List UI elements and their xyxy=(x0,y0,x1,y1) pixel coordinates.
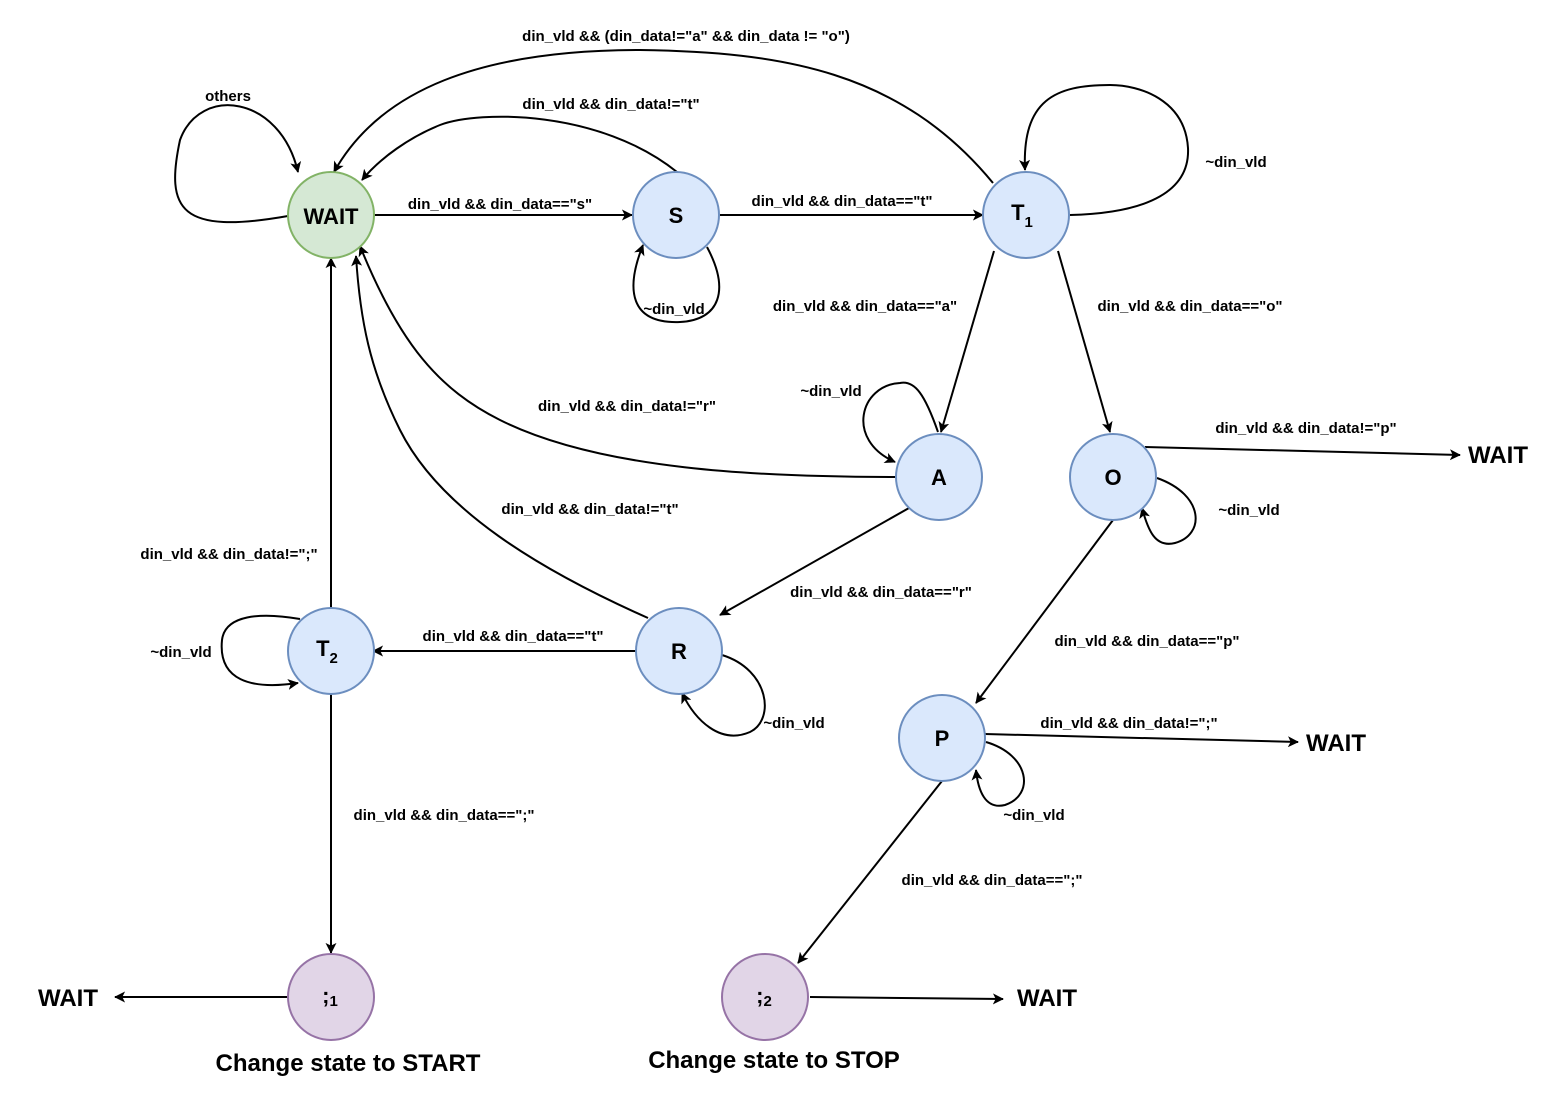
label-t1-wait: din_vld && (din_data!="a" && din_data !=… xyxy=(522,28,850,45)
node-r-label: R xyxy=(671,639,687,664)
label-a-wait: din_vld && din_data!="r" xyxy=(538,398,716,415)
label-r-wait: din_vld && din_data!="t" xyxy=(501,501,678,518)
node-r: R xyxy=(635,607,723,695)
edges xyxy=(114,48,1461,1005)
edge-t2-self xyxy=(220,614,301,690)
label-s-t1: din_vld && din_data=="t" xyxy=(752,193,933,210)
edge-t1-self xyxy=(1019,83,1190,216)
edge-p-semi2 xyxy=(797,780,943,964)
edge-wait-self xyxy=(174,104,302,224)
edge-r-self xyxy=(681,654,766,737)
caption-stop: Change state to STOP xyxy=(648,1047,900,1074)
label-t2-self: ~din_vld xyxy=(150,644,211,661)
edge-t1-a xyxy=(938,250,995,433)
edge-a-wait xyxy=(358,245,897,478)
node-t1-label: T1 xyxy=(1011,200,1033,231)
node-a-label: A xyxy=(931,465,947,490)
node-semi1-label: ;1 xyxy=(322,983,338,1010)
label-wait-s: din_vld && din_data=="s" xyxy=(408,196,592,213)
label-wait-self: others xyxy=(205,88,251,105)
edge-p-self xyxy=(971,741,1025,807)
label-o-self: ~din_vld xyxy=(1218,502,1279,519)
label-r-self: ~din_vld xyxy=(763,715,824,732)
node-p-label: P xyxy=(935,726,950,751)
label-t2-wait: din_vld && din_data!=";" xyxy=(140,546,317,563)
node-semi1: ;1 xyxy=(287,953,375,1041)
terminal-semi2-wait: WAIT xyxy=(1017,985,1077,1012)
node-wait: WAIT xyxy=(287,171,375,259)
node-wait-label: WAIT xyxy=(304,204,360,229)
label-p-semi2: din_vld && din_data==";" xyxy=(902,872,1083,889)
label-p-self: ~din_vld xyxy=(1003,807,1064,824)
node-s: S xyxy=(632,171,720,259)
terminal-p-wait: WAIT xyxy=(1306,730,1366,757)
node-a: A xyxy=(895,433,983,521)
edge-semi2-wait xyxy=(809,993,1004,1005)
node-o-label: O xyxy=(1104,465,1121,490)
edge-t1-o xyxy=(1057,250,1113,433)
label-t1-o: din_vld && din_data=="o" xyxy=(1097,298,1282,315)
edge-o-p xyxy=(975,519,1114,704)
node-t1: T1 xyxy=(982,171,1070,259)
label-t1-a: din_vld && din_data=="a" xyxy=(773,298,957,315)
node-p: P xyxy=(898,694,986,782)
label-t2-semi1: din_vld && din_data==";" xyxy=(354,807,535,824)
edge-labels: others din_vld && (din_data!="a" && din_… xyxy=(140,28,1396,889)
edge-o-wait xyxy=(1144,446,1461,461)
label-r-t2: din_vld && din_data=="t" xyxy=(423,628,604,645)
label-o-wait: din_vld && din_data!="p" xyxy=(1215,420,1396,437)
label-p-wait: din_vld && din_data!=";" xyxy=(1040,715,1217,732)
edge-a-self xyxy=(862,381,939,463)
label-o-p: din_vld && din_data=="p" xyxy=(1054,633,1239,650)
node-s-label: S xyxy=(669,203,684,228)
terminal-semi1-wait: WAIT xyxy=(38,985,98,1012)
edge-o-self xyxy=(1139,477,1197,545)
label-s-wait: din_vld && din_data!="t" xyxy=(522,96,699,113)
node-semi2: ;2 xyxy=(721,953,809,1041)
label-s-self: ~din_vld xyxy=(643,301,704,318)
node-semi2-label: ;2 xyxy=(756,983,772,1010)
caption-start: Change state to START xyxy=(216,1050,481,1077)
label-a-r: din_vld && din_data=="r" xyxy=(790,584,972,601)
node-o: O xyxy=(1069,433,1157,521)
node-t2-label: T2 xyxy=(316,636,338,667)
node-t2: T2 xyxy=(287,607,375,695)
edge-t1-wait xyxy=(333,48,994,184)
edge-p-wait xyxy=(984,733,1299,748)
label-t1-self: ~din_vld xyxy=(1205,154,1266,171)
edge-s-self xyxy=(632,244,721,324)
edge-s-wait xyxy=(361,115,678,181)
label-a-self: ~din_vld xyxy=(800,383,861,400)
terminal-o-wait: WAIT xyxy=(1468,442,1528,469)
edge-a-r xyxy=(719,507,910,616)
edge-r-wait xyxy=(351,255,649,619)
